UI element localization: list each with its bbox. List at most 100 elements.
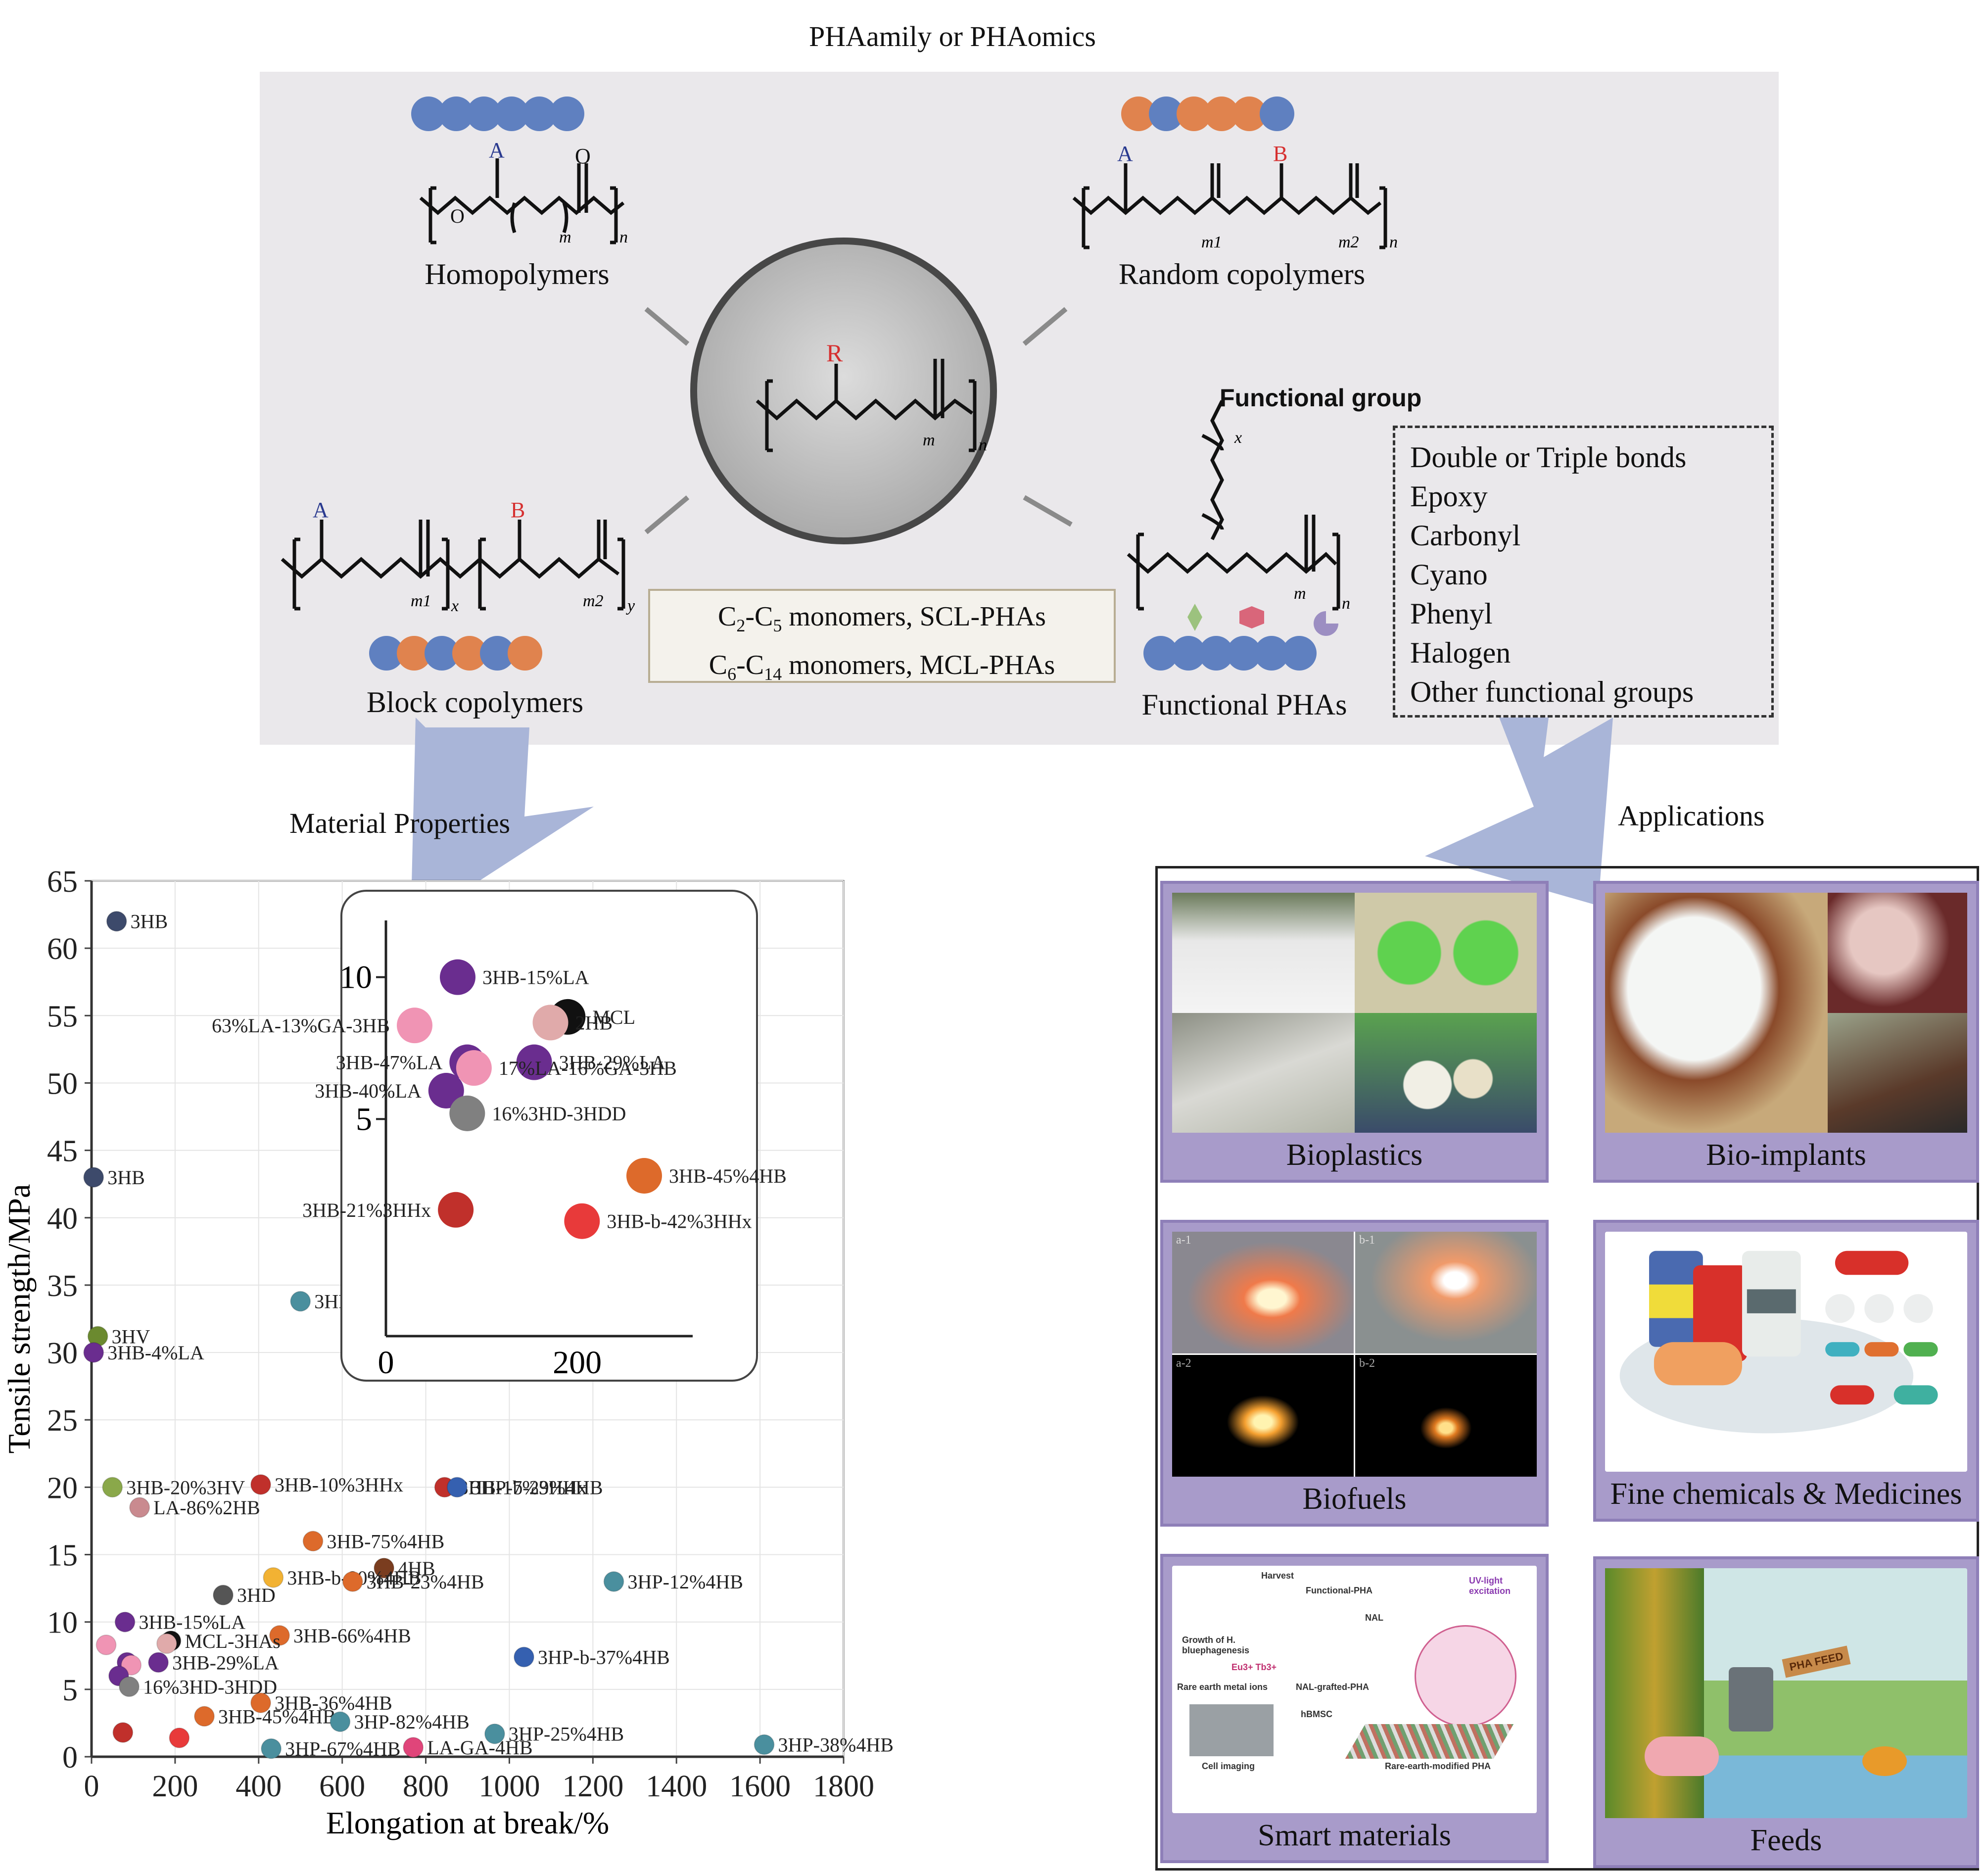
svg-text:n: n <box>619 228 628 246</box>
data-point <box>302 1531 324 1552</box>
data-point <box>342 1571 363 1592</box>
data-point <box>129 1497 150 1518</box>
monomer-bead-blue <box>1260 96 1294 131</box>
y-tick-label: 25 <box>47 1404 78 1438</box>
monomer-classification-box: C2-C5 monomers, SCL-PHAs C6-C14 monomers… <box>648 589 1116 684</box>
data-point <box>374 1557 395 1579</box>
data-point <box>269 1625 290 1646</box>
applications-title: Applications <box>1618 800 1765 832</box>
side-group-a-label: A <box>489 138 505 162</box>
data-point <box>263 1567 284 1588</box>
svg-text:B: B <box>511 498 525 522</box>
functional-group-item: Halogen <box>1410 636 1511 669</box>
data-point-label: 3HP-b-37%4HB <box>538 1646 670 1668</box>
inset-data-point <box>516 1044 552 1080</box>
data-point-label: 3HP-82%4HB <box>354 1711 469 1733</box>
x-tick-label: 1000 <box>478 1770 540 1803</box>
app-label: Smart materials <box>1258 1819 1451 1852</box>
svg-text:m: m <box>923 431 935 449</box>
inset-data-point <box>428 1073 464 1108</box>
svg-text:m1: m1 <box>411 592 431 610</box>
hexagon-group-icon <box>1239 606 1264 628</box>
data-point <box>290 1291 311 1312</box>
y-tick-label: 5 <box>62 1674 78 1707</box>
data-point <box>754 1734 775 1755</box>
arrow-to-applications <box>1425 718 1613 906</box>
svg-text:n: n <box>979 436 987 454</box>
svg-text:m: m <box>1294 584 1306 603</box>
functional-pha-bead-chain <box>1143 636 1317 671</box>
data-point <box>112 1722 134 1743</box>
data-point <box>403 1736 424 1758</box>
inset-data-point <box>564 1203 600 1239</box>
app-label: Biofuels <box>1302 1482 1407 1516</box>
bio-implants-image <box>1605 893 1967 1133</box>
inset-data-point <box>440 959 475 995</box>
functional-group-item: Other functional groups <box>1410 675 1694 708</box>
svg-text:A: A <box>313 498 329 522</box>
x-axis-label: Elongation at break/% <box>326 1805 609 1840</box>
monomer-bead-blue <box>1282 636 1317 671</box>
data-point-label: LA-86%2HB <box>153 1496 260 1519</box>
inset-data-point-label: 3HB-40%LA <box>315 1080 422 1102</box>
data-point <box>484 1723 505 1744</box>
y-tick-label: 0 <box>62 1741 78 1775</box>
inset-data-point-label: 3HB-15%LA <box>482 966 589 989</box>
monomer-bead-blue <box>550 96 584 131</box>
data-point <box>603 1571 624 1592</box>
app-card-bio-implants: Bio-implants <box>1593 881 1979 1183</box>
svg-text:O: O <box>450 205 465 227</box>
medicines-image <box>1605 1232 1967 1472</box>
diamond-group-icon <box>1187 604 1202 631</box>
homopolymers-label: Homopolymers <box>425 258 610 290</box>
svg-text:B: B <box>1273 142 1287 166</box>
data-point-label: 4HB <box>398 1557 435 1580</box>
inset-data-point <box>532 1005 568 1041</box>
data-point <box>156 1633 177 1654</box>
app-label: Feeds <box>1750 1824 1822 1857</box>
inset-data-point <box>449 1095 485 1131</box>
data-point-label: 3HP-12%4HB <box>628 1571 743 1593</box>
data-point-label: 3HB-10%3HHx <box>275 1474 403 1496</box>
random-copolymers-label: Random copolymers <box>1118 258 1366 290</box>
app-card-feeds: PHA FEED Feeds <box>1593 1556 1979 1868</box>
x-tick-label: 1400 <box>646 1770 707 1803</box>
inset-data-point-label: 16%3HD-3HDD <box>492 1103 626 1125</box>
data-point <box>261 1738 282 1759</box>
data-point <box>213 1585 234 1606</box>
data-point-label: 3HB-17%3HHx <box>459 1476 587 1498</box>
svg-text:n: n <box>1342 594 1350 613</box>
data-point-label: MCL-3HAs <box>185 1630 280 1652</box>
random-copolymer-structure: A B m1 m2 n <box>1072 142 1398 251</box>
x-tick-label: 1200 <box>562 1770 623 1803</box>
data-point <box>250 1474 271 1495</box>
bioplastics-image <box>1172 893 1537 1133</box>
data-point <box>114 1611 136 1633</box>
smart-materials-image: Harvest Functional-PHA NAL UV-light exci… <box>1172 1566 1537 1813</box>
y-tick-label: 30 <box>47 1337 78 1370</box>
block-copolymer-bead-chain <box>369 636 542 671</box>
inset-frame <box>340 890 758 1382</box>
functional-group-item: Cyano <box>1410 558 1488 591</box>
functional-phas-label: Functional PHAs <box>1141 688 1347 721</box>
svg-text:A: A <box>1117 142 1133 166</box>
y-tick-label: 35 <box>47 1269 78 1303</box>
homopolymer-structure: A O O m n <box>419 138 628 246</box>
data-point-label: 3HP-67%4HB <box>285 1738 400 1760</box>
inset-x-tick-label: 200 <box>553 1345 602 1381</box>
inset-data-point-label: 63%LA-13%GA-3HB <box>212 1014 390 1037</box>
data-point-label: 16%3HD-3HDD <box>143 1676 277 1698</box>
inset-data-point <box>456 1050 492 1086</box>
scl-pha-line: C2-C5 monomers, SCL-PHAs <box>718 601 1046 636</box>
data-point-label: LA-GA-4HB <box>427 1736 532 1759</box>
inset-data-point-label: 3HB-45%4HB <box>669 1165 787 1187</box>
data-point <box>83 1342 104 1363</box>
app-card-smart-materials: Harvest Functional-PHA NAL UV-light exci… <box>1160 1554 1549 1863</box>
data-point-label: 3HB-20%3HV <box>126 1476 245 1498</box>
inset-y-tick-label: 10 <box>339 960 372 996</box>
inset-data-point-label: 3HB-b-42%3HHx <box>607 1210 752 1233</box>
y-tick-label: 40 <box>47 1202 78 1236</box>
y-tick-label: 65 <box>47 865 78 899</box>
x-tick-label: 800 <box>403 1770 449 1803</box>
